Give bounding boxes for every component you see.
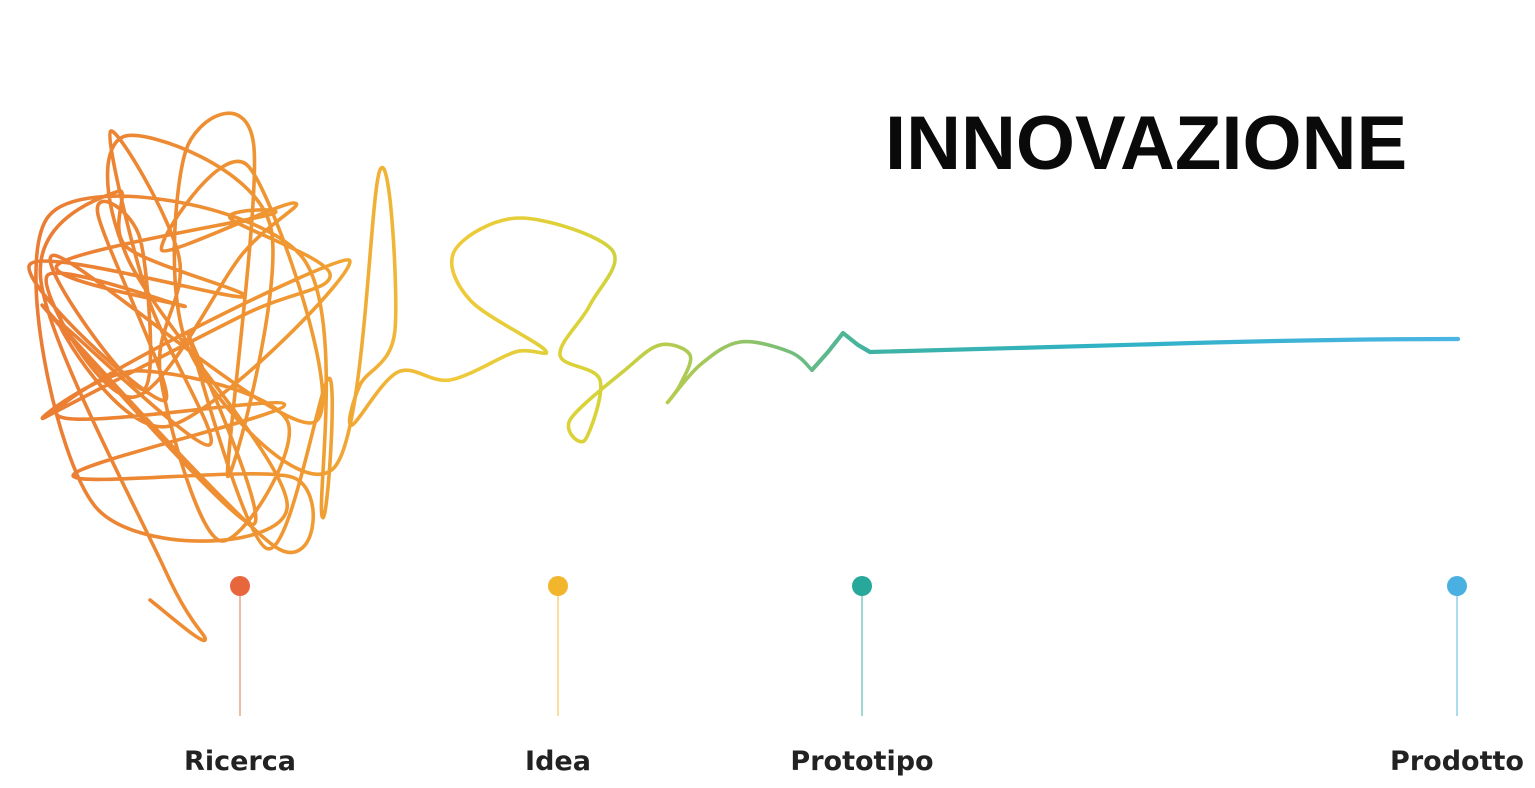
stage-dot-3 bbox=[1447, 576, 1467, 596]
stage-dot-2 bbox=[852, 576, 872, 596]
stage-dot-0 bbox=[230, 576, 250, 596]
stage-markers bbox=[230, 576, 1467, 716]
tangled-scribble-line bbox=[27, 111, 814, 642]
stage-label-idea: Idea bbox=[525, 746, 591, 777]
stage-dot-1 bbox=[548, 576, 568, 596]
page-title: INNOVAZIONE bbox=[885, 101, 1408, 186]
straight-product-line bbox=[809, 330, 1461, 373]
stage-label-prototipo: Prototipo bbox=[790, 746, 934, 777]
stage-label-ricerca: Ricerca bbox=[184, 746, 296, 777]
stage-label-prodotto: Prodotto bbox=[1390, 746, 1524, 777]
